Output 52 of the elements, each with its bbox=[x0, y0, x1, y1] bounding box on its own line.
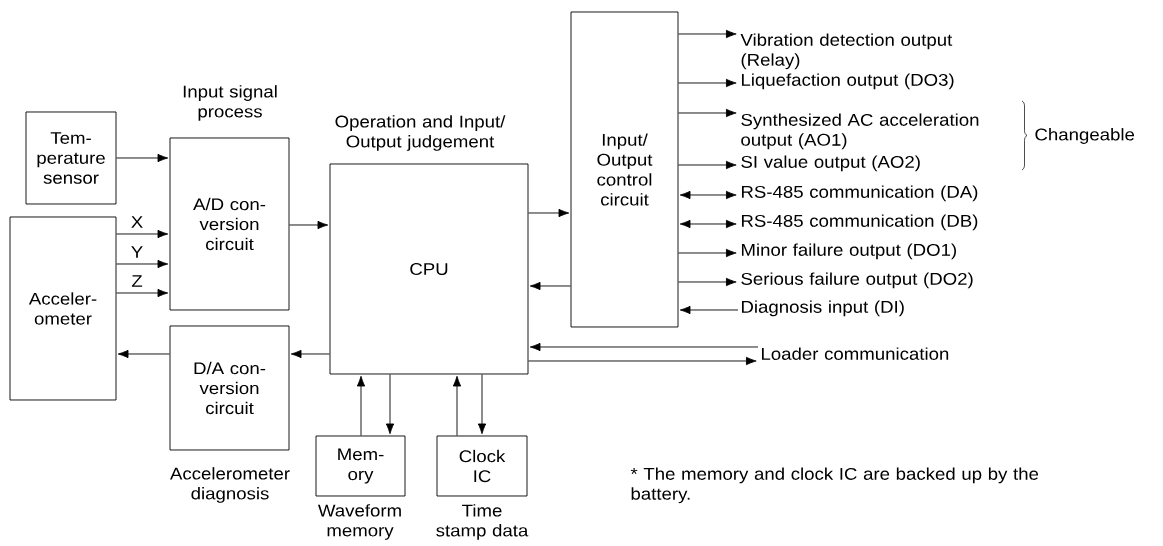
arrow bbox=[678, 277, 737, 287]
block-heading: Input signal process bbox=[183, 85, 277, 121]
block-box: A/D con- version circuit bbox=[169, 137, 290, 311]
arrow bbox=[385, 374, 395, 435]
signal-label: SI value output (AO2) bbox=[741, 155, 920, 172]
arrow bbox=[678, 248, 737, 258]
arrow bbox=[528, 208, 570, 218]
edge-label: Z bbox=[130, 274, 144, 288]
arrow bbox=[290, 349, 330, 359]
block-box: D/A con- version circuit bbox=[169, 325, 290, 451]
arrow bbox=[477, 374, 487, 435]
arrow bbox=[678, 108, 737, 118]
block-box: Acceler- ometer bbox=[9, 216, 117, 401]
block-box: Tem- perature sensor bbox=[25, 111, 117, 205]
block-box: Input/ Output control circuit bbox=[570, 11, 679, 328]
arrow bbox=[529, 281, 571, 291]
arrow bbox=[356, 375, 366, 436]
arrow bbox=[289, 220, 329, 230]
block-heading: Accelerometer diagnosis bbox=[170, 467, 290, 503]
arrow bbox=[528, 356, 757, 366]
arrow bbox=[679, 305, 739, 315]
signal-label: RS-485 communication (DB) bbox=[742, 214, 978, 231]
signal-label: RS-485 communication (DA) bbox=[742, 185, 978, 202]
block-box: Clock IC bbox=[436, 435, 528, 497]
arrow bbox=[116, 153, 169, 163]
signal-label: Synthesized AC acceleration output (AO1) bbox=[741, 113, 979, 150]
block-heading: Operation and Input/ Output judgement bbox=[335, 115, 506, 151]
signal-label: Liquefaction output (DO3) bbox=[742, 73, 954, 90]
block-box: Mem- ory bbox=[315, 435, 406, 497]
arrow bbox=[678, 29, 737, 39]
arrow bbox=[452, 375, 462, 436]
arrow bbox=[678, 160, 737, 170]
arrow bbox=[679, 190, 737, 200]
arrow bbox=[678, 78, 737, 88]
signal-label: Minor failure output (DO1) bbox=[742, 243, 956, 260]
block-heading: Waveform memory bbox=[318, 504, 401, 540]
signal-label: Vibration detection output (Relay) bbox=[740, 33, 953, 70]
group-label: Changeable bbox=[1035, 128, 1135, 144]
block-heading: Time stamp data bbox=[436, 504, 529, 540]
signal-label: Loader communication bbox=[762, 347, 949, 360]
block-box: CPU bbox=[329, 163, 529, 375]
arrow bbox=[117, 349, 170, 359]
edge-label: Y bbox=[129, 245, 145, 259]
edge-label: X bbox=[129, 215, 145, 229]
arrow bbox=[116, 288, 169, 298]
arrow bbox=[116, 229, 169, 239]
arrow bbox=[679, 219, 737, 229]
signal-label: Serious failure output (DO2) bbox=[741, 272, 973, 289]
signal-label: Diagnosis input (DI) bbox=[742, 300, 904, 317]
note: * The memory and clock IC are backed up by the battery. bbox=[630, 467, 1039, 504]
arrow bbox=[116, 259, 169, 269]
arrow bbox=[529, 342, 759, 352]
